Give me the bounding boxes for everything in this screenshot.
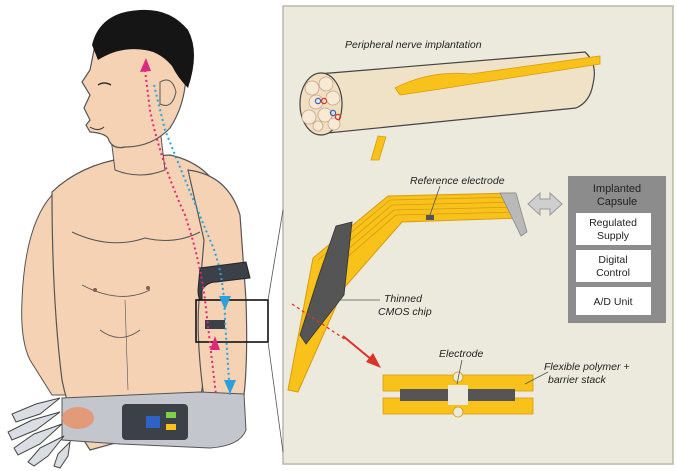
flexible-polymer-label-line2: barrier stack <box>548 374 607 386</box>
capsule-box-1-line1: Regulated <box>589 217 637 229</box>
electrode-label: Electrode <box>439 348 484 360</box>
capsule-title-line2: Capsule <box>597 196 637 208</box>
capsule-box-3-line1: A/D Unit <box>593 296 632 308</box>
reference-electrode-label: Reference electrode <box>410 175 505 187</box>
human-figure <box>8 10 283 468</box>
detail-panel: Peripheral nerve implantation Reference … <box>283 6 673 464</box>
implanted-capsule: Implanted Capsule Regulated Supply Digit… <box>568 176 666 323</box>
reference-electrode <box>426 215 434 220</box>
capsule-box-2-line1: Digital <box>598 254 627 266</box>
cmos-chip-label-line1: Thinned <box>384 293 423 305</box>
capsule-title-line1: Implanted <box>593 183 641 195</box>
cmos-chip-label-line2: CMOS chip <box>378 306 432 318</box>
peripheral-nerve-label: Peripheral nerve implantation <box>345 39 482 51</box>
capsule-box-2-line2: Control <box>596 267 630 279</box>
flexible-polymer-label-line1: Flexible polymer + <box>544 361 630 373</box>
prosthetic-hand <box>8 398 70 468</box>
capsule-box-1-line2: Supply <box>597 230 630 242</box>
